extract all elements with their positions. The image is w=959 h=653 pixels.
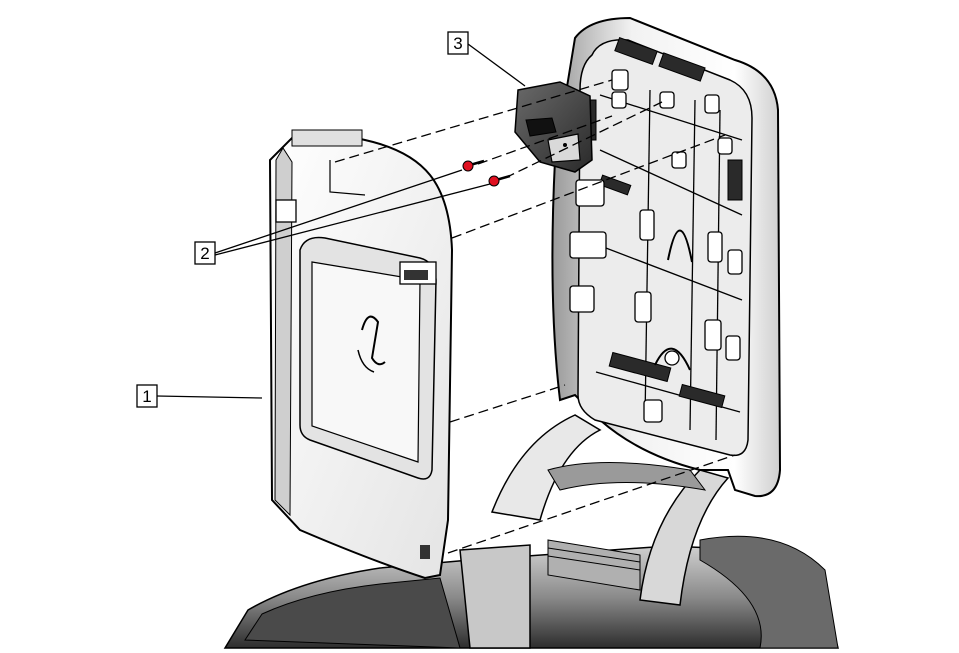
screw-upper [462, 159, 485, 172]
lid-frame [551, 16, 782, 498]
callout-1-label: 1 [142, 387, 151, 406]
callout-1: 1 [136, 384, 158, 408]
bracket-part [514, 81, 593, 173]
inner-cover-panel [268, 129, 454, 580]
callout-2-label: 2 [200, 244, 209, 263]
callout-2: 2 [194, 241, 216, 265]
callout-leaders [156, 43, 526, 399]
assembly-lines [334, 79, 736, 554]
callout-3: 3 [447, 31, 469, 55]
callout-3-label: 3 [453, 34, 462, 53]
console-base [223, 414, 839, 649]
